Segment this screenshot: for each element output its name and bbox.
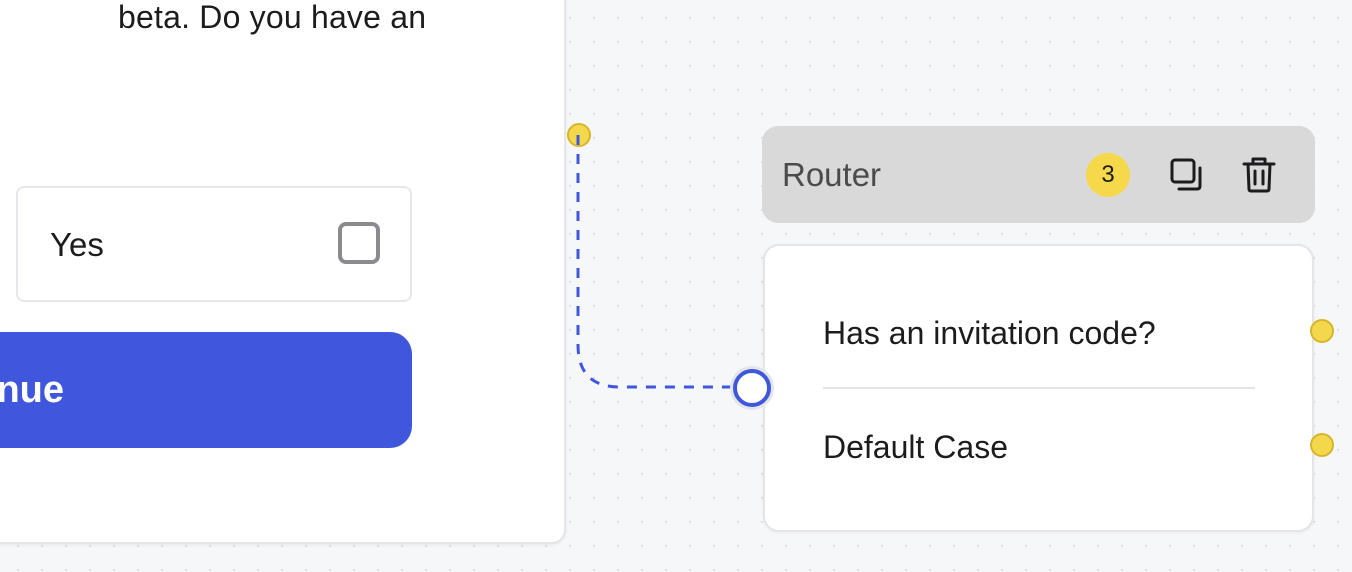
continue-button[interactable]: nue bbox=[0, 332, 412, 448]
duplicate-button[interactable] bbox=[1165, 154, 1207, 196]
case-invitation-output-handle[interactable] bbox=[1310, 319, 1334, 343]
router-title: Router bbox=[782, 156, 882, 193]
edge-path bbox=[576, 135, 733, 389]
question-block[interactable]: beta. Do you have an Yes nue bbox=[0, 0, 566, 544]
router-cases-panel[interactable]: Has an invitation code? Default Case bbox=[763, 244, 1314, 532]
router-case-default[interactable]: Default Case bbox=[823, 429, 1008, 465]
router-header[interactable]: Router 3 bbox=[762, 126, 1315, 223]
count-badge: 3 bbox=[1086, 153, 1130, 197]
question-text: beta. Do you have an bbox=[118, 0, 427, 35]
case-divider bbox=[823, 387, 1255, 389]
choice-label: Yes bbox=[50, 226, 104, 263]
router-case-invitation-code[interactable]: Has an invitation code? bbox=[823, 315, 1156, 351]
choice-checkbox[interactable] bbox=[338, 222, 380, 264]
choice-option-yes[interactable]: Yes bbox=[16, 186, 412, 302]
trash-icon bbox=[1242, 157, 1276, 193]
continue-button-label: nue bbox=[0, 369, 64, 411]
delete-button[interactable] bbox=[1238, 154, 1280, 196]
router-input-handle[interactable] bbox=[733, 369, 771, 407]
case-default-output-handle[interactable] bbox=[1310, 433, 1334, 457]
duplicate-icon bbox=[1170, 158, 1202, 191]
